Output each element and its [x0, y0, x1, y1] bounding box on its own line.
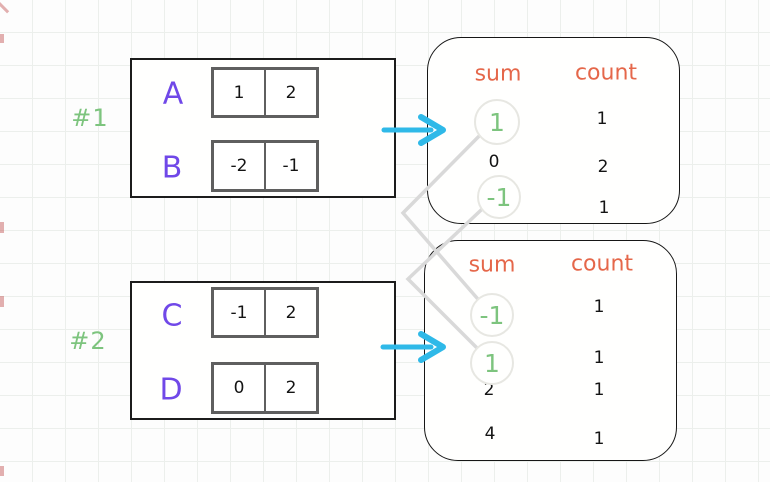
highlight-circle-t2-sum-neg1: -1 — [470, 293, 514, 337]
sum-count-table-1: sum count 0 1 2 1 — [427, 37, 680, 224]
array-A-cells: 1 2 — [211, 67, 319, 118]
sum-value: -1 — [486, 182, 512, 212]
array-label-B: B — [161, 150, 183, 186]
array-B-cell-0: -2 — [230, 156, 248, 176]
sum-value: 4 — [484, 424, 496, 444]
sum-value: 2 — [483, 380, 495, 400]
stray-mark — [0, 222, 4, 233]
highlight-circle-t2-sum-1: 1 — [470, 341, 514, 385]
sum-header-2: sum — [468, 252, 516, 278]
count-value: 2 — [597, 157, 609, 177]
array-B-cells: -2 -1 — [211, 140, 319, 192]
count-value: 1 — [593, 348, 605, 368]
array-label-C: C — [161, 298, 183, 334]
sum-value: 1 — [484, 348, 500, 378]
array-label-A: A — [162, 76, 184, 112]
array-B-cell-1: -1 — [264, 143, 316, 189]
count-value: 1 — [593, 297, 605, 317]
sum-count-table-2: sum count 2 4 1 1 1 1 — [424, 240, 677, 461]
count-header-2: count — [570, 251, 634, 277]
array-C-cells: -1 2 — [211, 287, 319, 338]
array-label-D: D — [159, 372, 183, 408]
highlight-circle-t1-sum-neg1: -1 — [477, 175, 521, 219]
stray-mark — [0, 296, 4, 307]
stray-mark — [0, 2, 10, 14]
count-header-1: count — [574, 60, 638, 86]
count-value: 1 — [593, 380, 605, 400]
count-value: 1 — [593, 429, 605, 449]
sum-value: -1 — [479, 300, 505, 330]
stray-mark — [0, 34, 4, 43]
stray-mark — [0, 466, 4, 476]
sum-header-1: sum — [474, 61, 522, 87]
highlight-circle-t1-sum-1: 1 — [474, 99, 520, 145]
array-D-cell-0: 0 — [233, 378, 245, 398]
count-value: 1 — [598, 198, 610, 218]
example-2-label: #2 — [69, 327, 107, 355]
sum-value: 0 — [488, 152, 500, 172]
array-C-cell-1: 2 — [264, 290, 316, 335]
sum-value: 1 — [489, 107, 505, 137]
example-1-box: A 1 2 B -2 -1 — [130, 58, 396, 198]
example-2-box: C -1 2 D 0 2 — [130, 281, 396, 420]
array-C-cell-0: -1 — [230, 302, 248, 323]
array-D-cell-1: 2 — [264, 365, 316, 411]
example-1-label: #1 — [71, 104, 109, 132]
array-D-cells: 0 2 — [211, 362, 319, 414]
array-A-cell-1: 2 — [264, 70, 316, 115]
count-value: 1 — [596, 109, 608, 129]
array-A-cell-0: 1 — [233, 82, 245, 103]
